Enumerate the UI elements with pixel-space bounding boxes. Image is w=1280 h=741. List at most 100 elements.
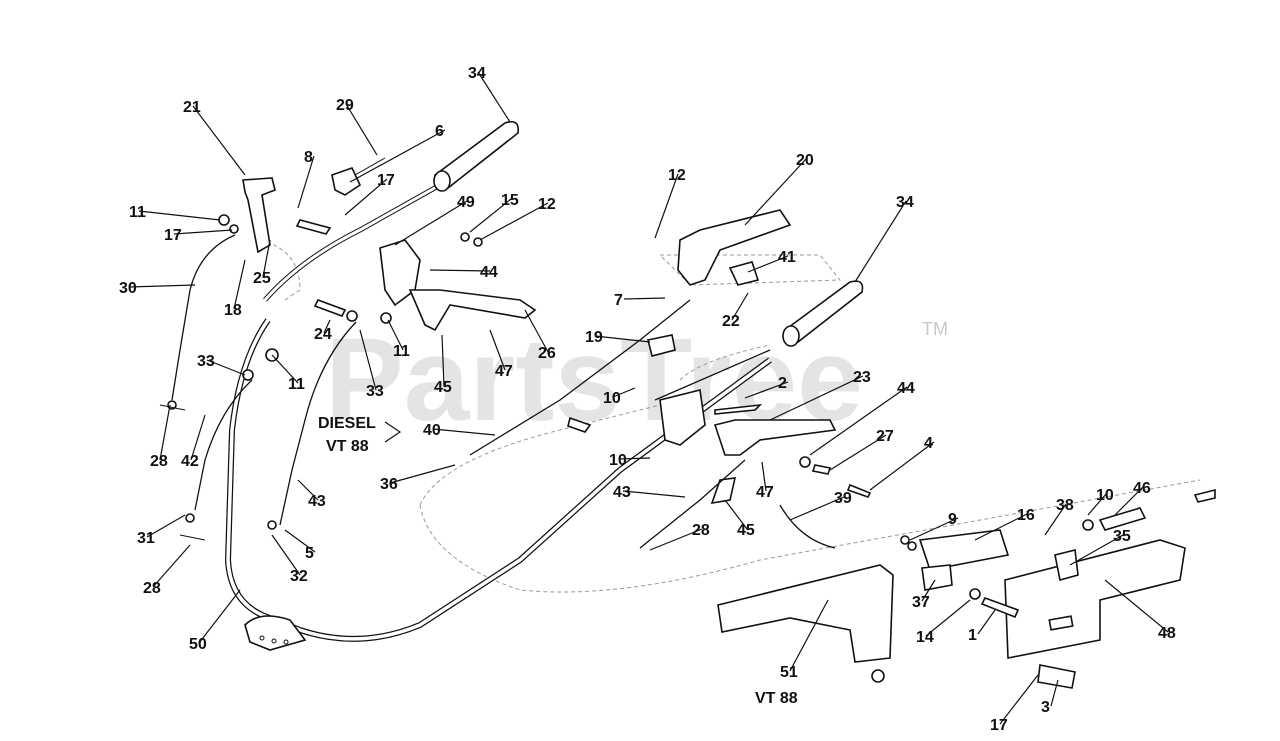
- callout-c6: 6: [435, 123, 444, 140]
- callout-c1: 1: [968, 627, 977, 644]
- leader-c10b: [618, 457, 651, 460]
- callout-c34a: 34: [468, 65, 486, 82]
- callout-c45b: 45: [737, 522, 755, 539]
- leader-c42: [190, 414, 206, 461]
- leader-c44a: [429, 269, 491, 272]
- leader-c30: [128, 284, 196, 288]
- leader-c20: [744, 158, 807, 226]
- callout-c12a: 12: [668, 167, 686, 184]
- leader-c1: [977, 609, 996, 635]
- callout-c17a: 17: [377, 172, 395, 189]
- leader-c28b: [649, 528, 703, 551]
- leader-c40: [432, 428, 496, 436]
- callout-c27: 27: [876, 428, 894, 445]
- leader-c32: [271, 534, 301, 576]
- callout-c25: 25: [253, 270, 271, 287]
- callout-c16: 16: [1017, 507, 1035, 524]
- callout-c42: 42: [181, 453, 199, 470]
- leader-c49: [394, 200, 468, 246]
- right-grip: [782, 280, 864, 347]
- diesel-arrow: [384, 421, 402, 443]
- callout-c28b: 28: [692, 522, 710, 539]
- callout-c10c: 10: [1096, 487, 1114, 504]
- callout-c51: 51: [780, 664, 798, 681]
- callout-c49: 49: [457, 194, 475, 211]
- leader-c23: [769, 375, 864, 421]
- callout-c44b: 44: [897, 380, 915, 397]
- leader-c47b: [761, 461, 767, 492]
- leader-c3: [1050, 679, 1059, 707]
- leader-c37: [921, 579, 936, 602]
- leader-c33a: [206, 359, 246, 376]
- callout-c41: 41: [778, 249, 796, 266]
- callout-c32: 32: [290, 568, 308, 585]
- leader-c31: [146, 514, 186, 538]
- leader-c6: [349, 129, 446, 183]
- callout-c45a: 45: [434, 379, 452, 396]
- callout-c7: 7: [614, 292, 623, 309]
- leader-c17c: [999, 674, 1039, 725]
- callout-c8: 8: [304, 149, 313, 166]
- note-vt88-bottom: VT 88: [755, 690, 798, 707]
- callout-c47a: 47: [495, 363, 513, 380]
- leader-c11a: [138, 210, 221, 221]
- callout-c47b: 47: [756, 484, 774, 501]
- leader-c4: [869, 441, 935, 491]
- cables-left: [159, 234, 691, 541]
- lever-assembly-left: [218, 157, 537, 381]
- leader-c33b: [359, 329, 377, 391]
- callout-c10b: 10: [609, 452, 627, 469]
- leader-c45b: [724, 499, 748, 530]
- callout-c11c: 11: [288, 376, 305, 393]
- leader-c27: [829, 434, 887, 471]
- callout-c29: 29: [336, 97, 354, 114]
- leader-c29: [345, 103, 378, 156]
- callout-c14: 14: [916, 629, 934, 646]
- leader-c45a: [441, 334, 445, 387]
- callout-c35: 35: [1113, 528, 1131, 545]
- leader-c11b: [387, 319, 404, 351]
- leader-c43b: [622, 490, 686, 498]
- callout-c31: 31: [137, 530, 155, 547]
- callout-c28a: 28: [150, 453, 168, 470]
- leader-c18: [233, 259, 246, 310]
- callout-c2: 2: [778, 375, 787, 392]
- callout-c18: 18: [224, 302, 242, 319]
- leader-c50: [198, 589, 241, 644]
- leader-c38: [1044, 503, 1067, 536]
- callout-c50: 50: [189, 636, 207, 653]
- callout-leaders: [128, 71, 1169, 725]
- callout-c30: 30: [119, 280, 137, 297]
- callout-c39: 39: [834, 490, 852, 507]
- callout-c37: 37: [912, 594, 930, 611]
- leader-c17a: [344, 178, 388, 216]
- callout-c48: 48: [1158, 625, 1176, 642]
- leader-c28c: [152, 544, 191, 588]
- leader-c34a: [477, 71, 511, 123]
- leader-c48: [1104, 579, 1169, 633]
- leader-c19: [594, 335, 651, 343]
- leader-c47a: [489, 329, 506, 371]
- callout-c36: 36: [380, 476, 398, 493]
- callout-c5: 5: [305, 545, 314, 562]
- switch-and-plates: [717, 488, 1216, 689]
- watermark-trademark: TM: [922, 319, 948, 339]
- callout-c40: 40: [423, 422, 441, 439]
- callout-c4: 4: [924, 435, 933, 452]
- leader-c2: [744, 381, 789, 399]
- leader-c12b: [479, 202, 549, 241]
- leader-c16: [974, 513, 1028, 541]
- callout-c43a: 43: [308, 493, 326, 510]
- leader-c8: [297, 155, 315, 209]
- leader-c12a: [654, 173, 679, 239]
- leader-c24: [323, 319, 331, 334]
- leader-c39: [789, 496, 845, 521]
- callout-c17c: 17: [990, 717, 1008, 734]
- leader-c22: [731, 292, 749, 321]
- leader-c9: [909, 517, 959, 541]
- leader-c21: [192, 105, 246, 176]
- callout-c38: 38: [1056, 497, 1074, 514]
- leader-c26: [524, 309, 549, 353]
- callout-c34b: 34: [896, 194, 914, 211]
